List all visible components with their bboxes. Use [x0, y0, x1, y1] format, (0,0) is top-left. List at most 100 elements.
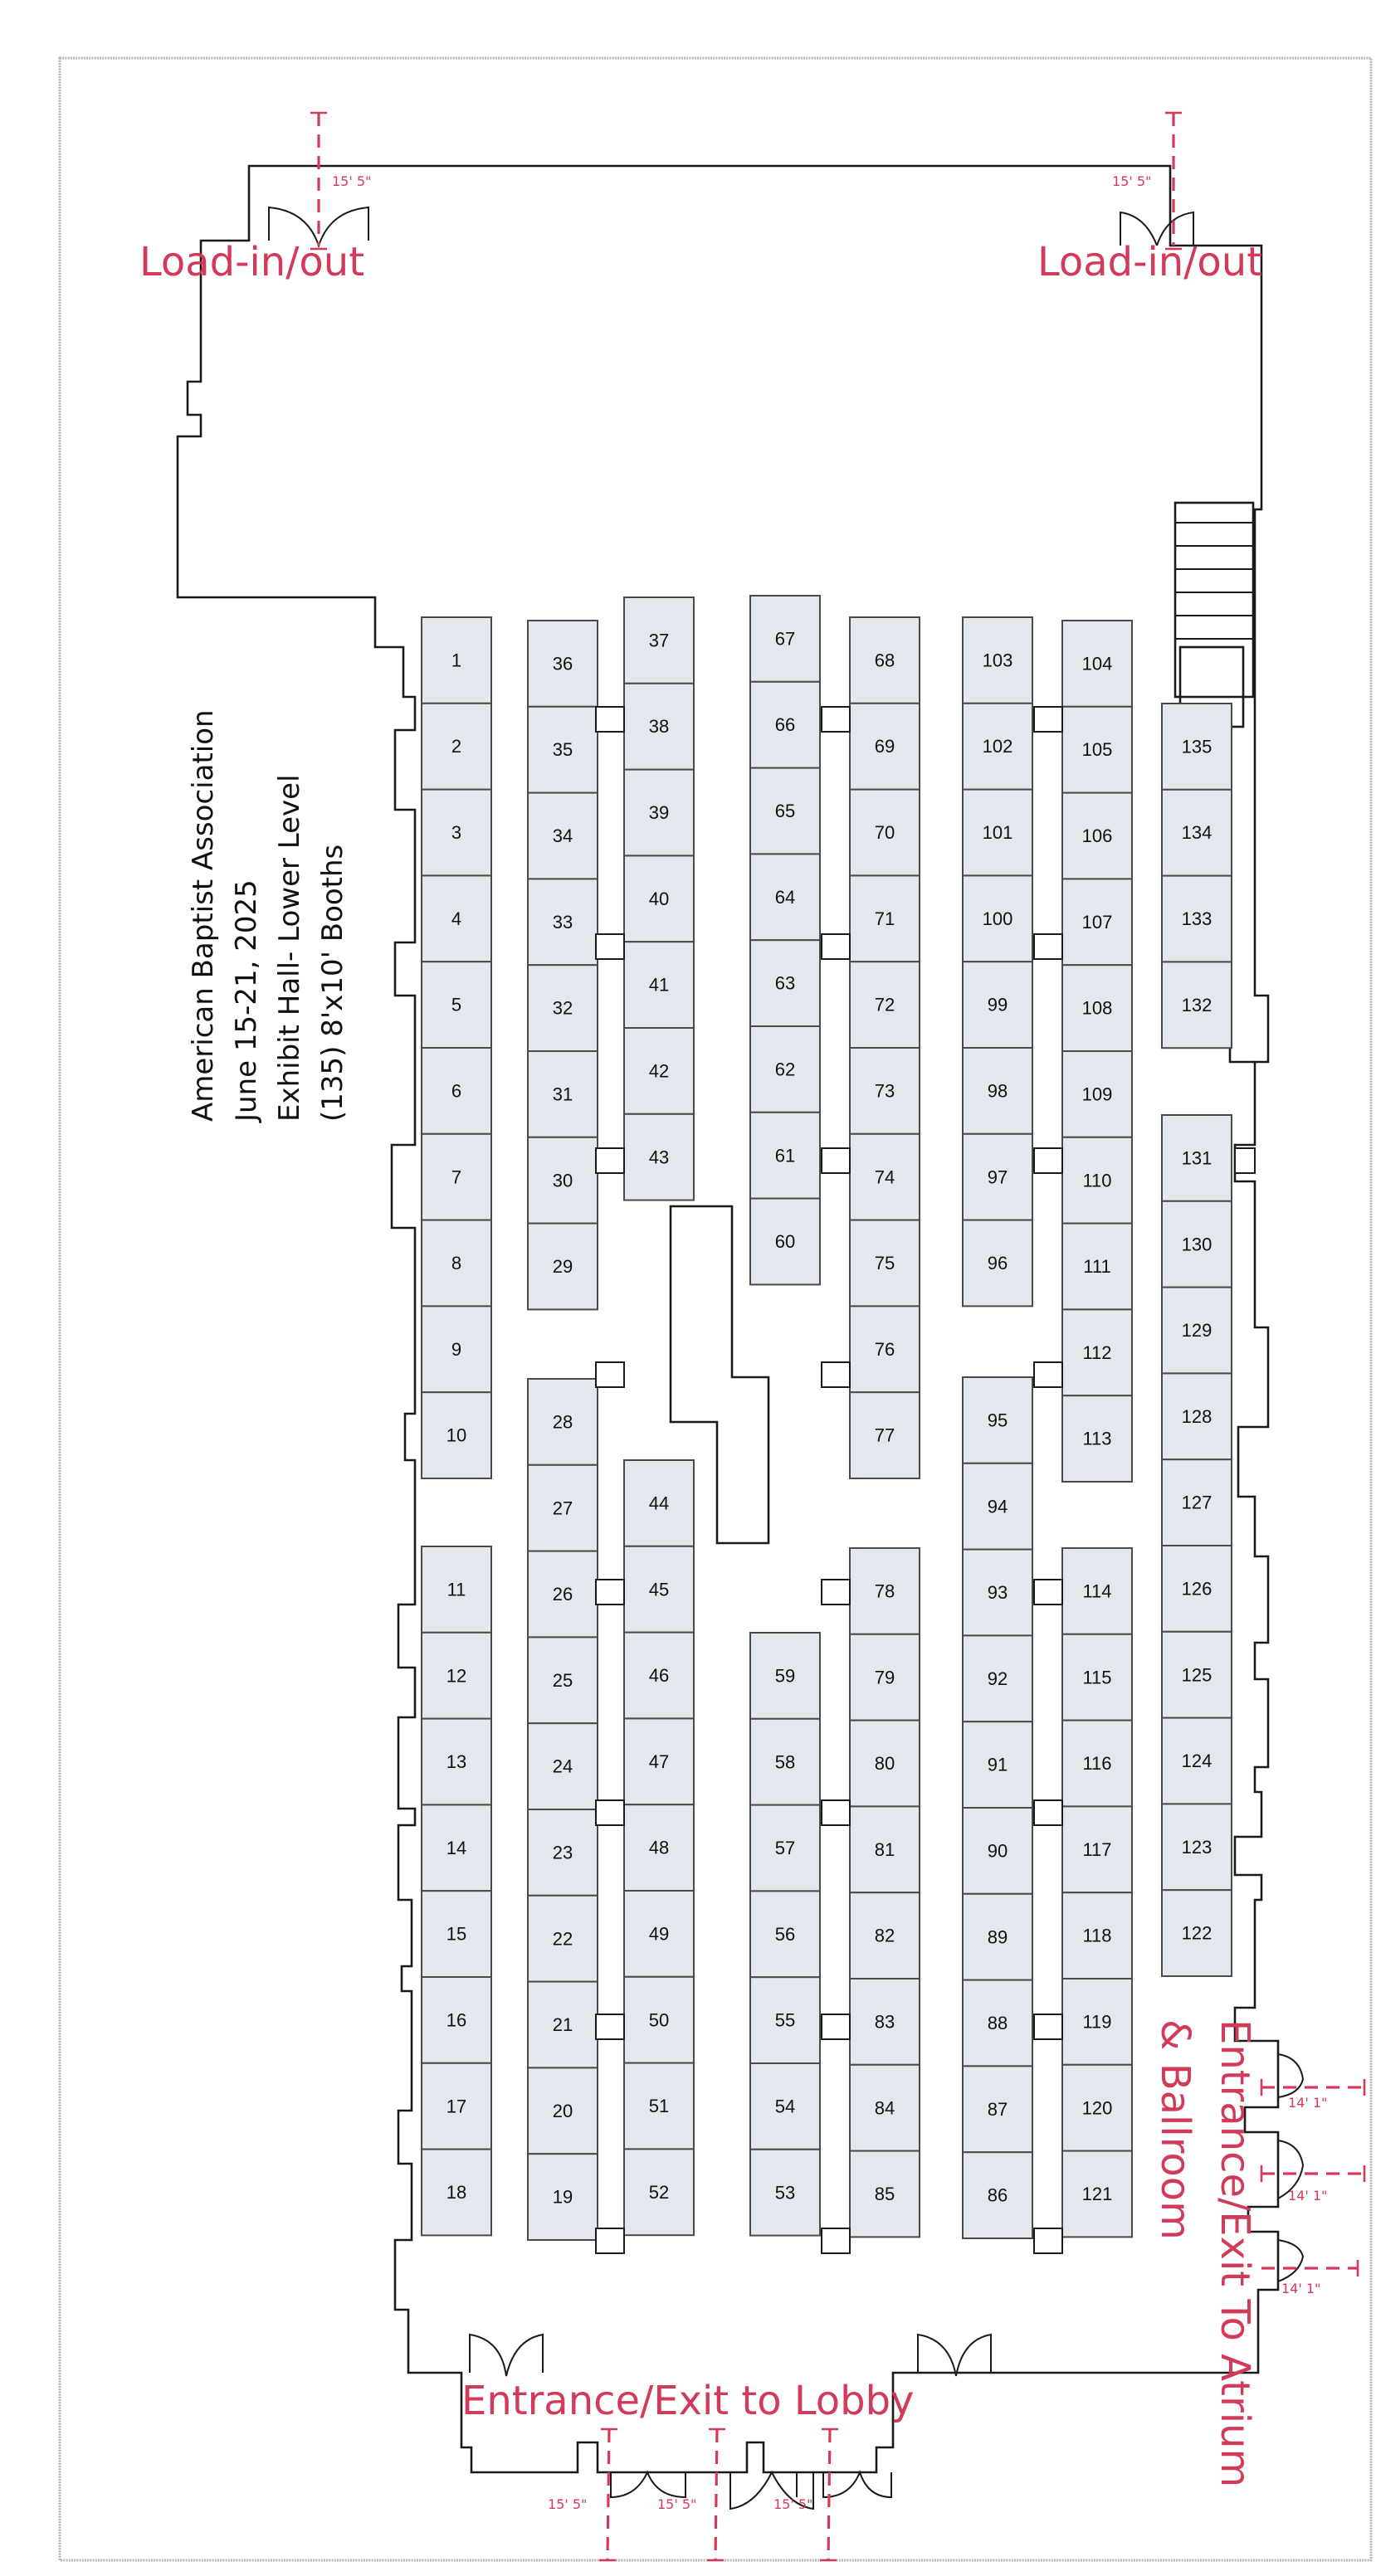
booth-135[interactable]: 135 [1161, 703, 1232, 791]
booth-114[interactable]: 114 [1061, 1547, 1133, 1635]
booth-shape[interactable] [421, 1546, 492, 1634]
booth-shape[interactable] [749, 1111, 821, 1200]
booth-shape[interactable] [421, 2062, 492, 2150]
booth-25[interactable]: 25 [527, 1636, 598, 1725]
booth-shape[interactable] [527, 1722, 598, 1810]
booth-23[interactable]: 23 [527, 1809, 598, 1897]
booth-shape[interactable] [421, 874, 492, 963]
booth-22[interactable]: 22 [527, 1894, 598, 1983]
booth-50[interactable]: 50 [623, 1975, 695, 2064]
booth-103[interactable]: 103 [962, 616, 1033, 704]
booth-16[interactable]: 16 [421, 1976, 492, 2064]
booth-shape[interactable] [1161, 1717, 1232, 1805]
booth-shape[interactable] [749, 1632, 821, 1720]
booth-shape[interactable] [849, 1892, 920, 1979]
booth-shape[interactable] [749, 767, 821, 855]
booth-shape[interactable] [421, 788, 492, 877]
booth-shape[interactable] [962, 2065, 1033, 2154]
booth-108[interactable]: 108 [1061, 964, 1133, 1052]
booth-7[interactable]: 7 [421, 1132, 492, 1221]
booth-79[interactable]: 79 [849, 1633, 920, 1721]
booth-shape[interactable] [421, 1132, 492, 1221]
booth-shape[interactable] [1061, 1978, 1133, 2066]
booth-shape[interactable] [421, 616, 492, 704]
booth-shape[interactable] [1061, 1395, 1133, 1483]
booth-116[interactable]: 116 [1061, 1719, 1133, 1808]
booth-shape[interactable] [849, 1719, 920, 1808]
booth-12[interactable]: 12 [421, 1631, 492, 1720]
booth-shape[interactable] [421, 961, 492, 1049]
booth-shape[interactable] [749, 1976, 821, 2064]
booth-shape[interactable] [527, 2153, 598, 2241]
booth-shape[interactable] [421, 1804, 492, 1892]
booth-109[interactable]: 109 [1061, 1050, 1133, 1138]
booth-3[interactable]: 3 [421, 788, 492, 877]
booth-shape[interactable] [527, 1378, 598, 1466]
booth-shape[interactable] [527, 1136, 598, 1225]
booth-100[interactable]: 100 [962, 874, 1033, 963]
booth-5[interactable]: 5 [421, 961, 492, 1049]
booth-48[interactable]: 48 [623, 1804, 695, 1892]
booth-107[interactable]: 107 [1061, 878, 1133, 967]
booth-shape[interactable] [623, 1890, 695, 1978]
booth-shape[interactable] [849, 1391, 920, 1479]
booth-47[interactable]: 47 [623, 1717, 695, 1806]
booth-43[interactable]: 43 [623, 1113, 695, 1201]
booth-shape[interactable] [527, 1050, 598, 1138]
booth-104[interactable]: 104 [1061, 620, 1133, 708]
booth-shape[interactable] [749, 853, 821, 942]
booth-55[interactable]: 55 [749, 1976, 821, 2064]
booth-shape[interactable] [1061, 1222, 1133, 1311]
booth-128[interactable]: 128 [1161, 1372, 1232, 1461]
booth-72[interactable]: 72 [849, 961, 920, 1049]
booth-shape[interactable] [962, 1132, 1033, 1221]
booth-92[interactable]: 92 [962, 1634, 1033, 1723]
booth-21[interactable]: 21 [527, 1980, 598, 2069]
booth-99[interactable]: 99 [962, 961, 1033, 1049]
booth-91[interactable]: 91 [962, 1721, 1033, 1809]
booth-shape[interactable] [962, 1807, 1033, 1895]
booth-shape[interactable] [1161, 961, 1232, 1049]
booth-shape[interactable] [421, 1219, 492, 1307]
booth-119[interactable]: 119 [1061, 1978, 1133, 2066]
booth-shape[interactable] [527, 791, 598, 880]
booth-shape[interactable] [1061, 1308, 1133, 1397]
booth-53[interactable]: 53 [749, 2148, 821, 2237]
booth-81[interactable]: 81 [849, 1805, 920, 1894]
booth-shape[interactable] [849, 2150, 920, 2238]
booth-89[interactable]: 89 [962, 1892, 1033, 1981]
booth-9[interactable]: 9 [421, 1305, 492, 1394]
booth-shape[interactable] [421, 1631, 492, 1720]
booth-11[interactable]: 11 [421, 1546, 492, 1634]
booth-shape[interactable] [962, 1721, 1033, 1809]
booth-shape[interactable] [849, 1633, 920, 1721]
booth-13[interactable]: 13 [421, 1717, 492, 1806]
booth-17[interactable]: 17 [421, 2062, 492, 2150]
booth-shape[interactable] [623, 1027, 695, 1115]
booth-6[interactable]: 6 [421, 1047, 492, 1135]
booth-shape[interactable] [623, 1631, 695, 1720]
booth-27[interactable]: 27 [527, 1463, 598, 1552]
booth-shape[interactable] [962, 1219, 1033, 1307]
booth-shape[interactable] [1061, 1633, 1133, 1721]
booth-98[interactable]: 98 [962, 1047, 1033, 1135]
booth-94[interactable]: 94 [962, 1462, 1033, 1551]
booth-shape[interactable] [527, 1980, 598, 2069]
booth-73[interactable]: 73 [849, 1047, 920, 1135]
booth-58[interactable]: 58 [749, 1717, 821, 1806]
booth-shape[interactable] [623, 1804, 695, 1892]
booth-shape[interactable] [749, 1717, 821, 1806]
booth-shape[interactable] [962, 1462, 1033, 1551]
booth-shape[interactable] [1161, 1545, 1232, 1633]
booth-1[interactable]: 1 [421, 616, 492, 704]
booth-90[interactable]: 90 [962, 1807, 1033, 1895]
booth-shape[interactable] [1061, 705, 1133, 794]
booth-shape[interactable] [1061, 1050, 1133, 1138]
booth-60[interactable]: 60 [749, 1197, 821, 1286]
booth-shape[interactable] [421, 702, 492, 791]
booth-120[interactable]: 120 [1061, 2063, 1133, 2152]
booth-130[interactable]: 130 [1161, 1200, 1232, 1288]
booth-shape[interactable] [1061, 1136, 1133, 1225]
booth-29[interactable]: 29 [527, 1222, 598, 1311]
booth-106[interactable]: 106 [1061, 791, 1133, 880]
